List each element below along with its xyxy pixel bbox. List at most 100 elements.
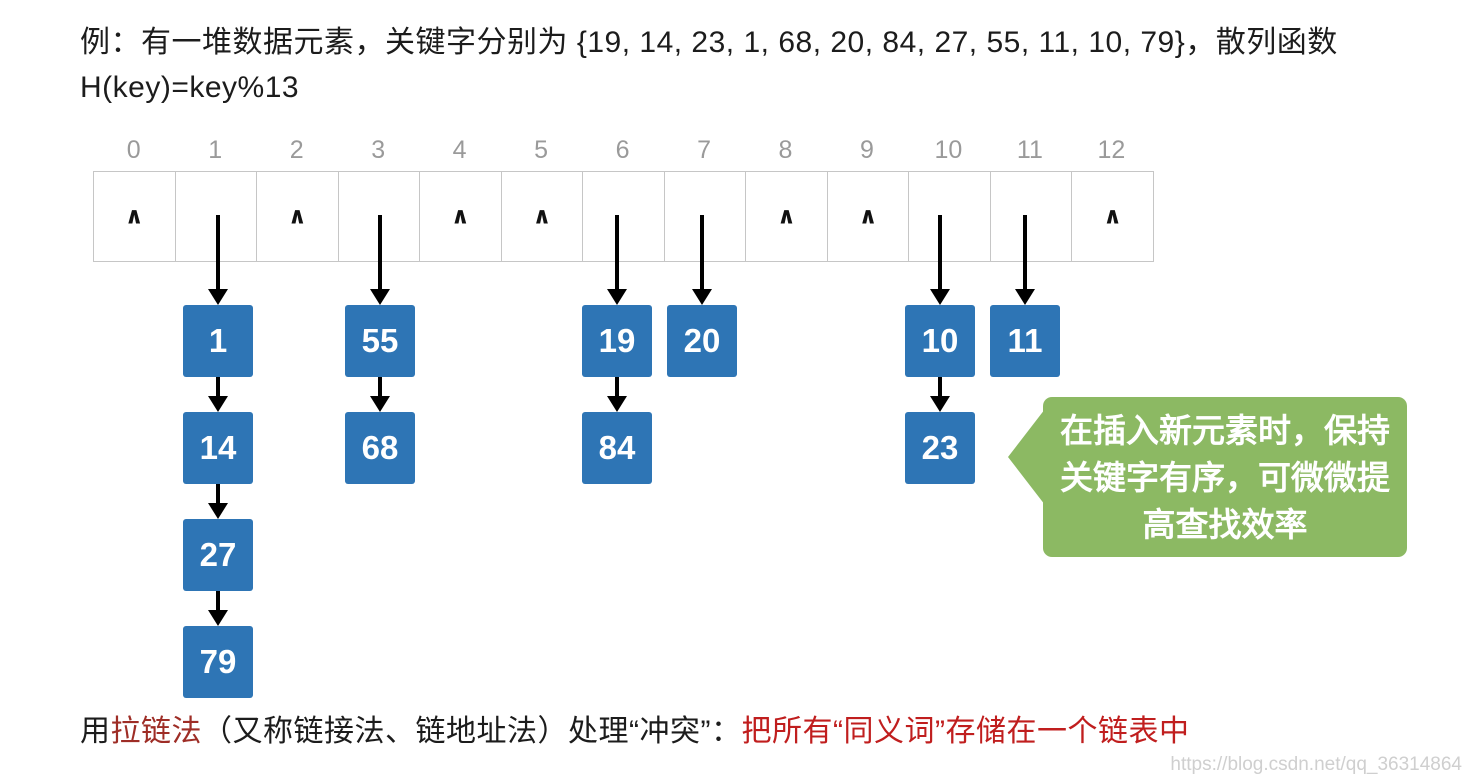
- arrow-stem: [615, 215, 619, 289]
- arrow-stem: [216, 215, 220, 289]
- callout-line: 关键字有序，可微微提: [1060, 458, 1390, 496]
- arrow-head-icon: [1015, 289, 1035, 305]
- arrow-stem: [700, 215, 704, 289]
- footer-prefix: 用: [80, 715, 111, 748]
- arrow-head-icon: [208, 289, 228, 305]
- null-pointer-symbol: ∧: [1103, 201, 1122, 228]
- index-label-0: 0: [126, 136, 141, 164]
- chain-slot-7: 20: [667, 215, 737, 377]
- pointer-arrow: [208, 215, 228, 305]
- cell-2: ∧: [256, 172, 338, 261]
- footer-middle: （又称链接法、链地址法）处理“冲突”：: [202, 715, 742, 748]
- arrow-stem: [1023, 215, 1027, 289]
- pointer-arrow: [607, 215, 627, 305]
- annotation-callout: 在插入新元素时，保持 关键字有序，可微微提 高查找效率: [1008, 397, 1407, 557]
- chain-slot-11: 11: [990, 215, 1060, 377]
- cell-0: ∧: [94, 172, 175, 261]
- link-arrow: [208, 591, 228, 626]
- list-node: 11: [990, 305, 1060, 377]
- chain-slot-6: 19 84: [582, 215, 652, 484]
- arrow-stem: [378, 215, 382, 289]
- arrow-stem: [378, 377, 382, 396]
- cell-9: ∧: [826, 172, 909, 261]
- index-label-1: 1: [208, 136, 223, 164]
- list-node: 23: [905, 412, 975, 484]
- null-pointer-symbol: ∧: [532, 201, 552, 228]
- arrow-stem: [938, 377, 942, 396]
- arrow-head-icon: [208, 610, 228, 626]
- list-node: 1: [183, 305, 253, 377]
- pointer-arrow: [370, 215, 390, 305]
- arrow-stem: [615, 377, 619, 396]
- index-label-11: 11: [1016, 136, 1043, 164]
- link-arrow: [208, 484, 228, 519]
- index-label-5: 5: [534, 136, 549, 164]
- cell-1: [174, 172, 257, 261]
- index-label-12: 12: [1097, 136, 1126, 164]
- index-label-3: 3: [371, 136, 386, 164]
- callout-tail-icon: [1008, 409, 1045, 505]
- pointer-arrow: [692, 215, 712, 305]
- index-label-8: 8: [778, 136, 793, 164]
- link-arrow: [208, 377, 228, 412]
- cell-12: ∧: [1071, 172, 1153, 261]
- chain-slot-3: 55 68: [345, 215, 415, 484]
- cell-6: [582, 172, 664, 261]
- footer-emphasis: 把所有“同义词”存储在一个链表中: [741, 715, 1190, 748]
- arrow-head-icon: [370, 289, 390, 305]
- list-node: 10: [905, 305, 975, 377]
- chain-slot-1: 1 14 27 79: [183, 215, 253, 698]
- arrow-head-icon: [208, 396, 228, 412]
- list-node: 19: [582, 305, 652, 377]
- hash-table-array: ∧ ∧ ∧ ∧ ∧ ∧ ∧: [93, 171, 1154, 262]
- list-node: 27: [183, 519, 253, 591]
- callout-line: 在插入新元素时，保持: [1060, 411, 1390, 449]
- index-label-2: 2: [289, 136, 304, 164]
- index-label-7: 7: [697, 136, 711, 164]
- pointer-arrow: [930, 215, 950, 305]
- problem-statement: 例：有一堆数据元素，关键字分别为 {19, 14, 23, 1, 68, 20,…: [80, 20, 1338, 110]
- list-node: 20: [667, 305, 737, 377]
- cell-11: [989, 172, 1072, 261]
- definition-text: 用拉链法（又称链接法、链地址法）处理“冲突”：把所有“同义词”存储在一个链表中: [80, 706, 1189, 750]
- pointer-arrow: [1015, 215, 1035, 305]
- method-name-highlight: 拉链法: [110, 715, 202, 748]
- arrow-head-icon: [607, 396, 627, 412]
- arrow-stem: [216, 377, 220, 396]
- null-pointer-symbol: ∧: [777, 201, 796, 228]
- list-node: 68: [345, 412, 415, 484]
- list-node: 79: [183, 626, 253, 698]
- callout-line: 高查找效率: [1142, 505, 1308, 543]
- cell-7: [663, 172, 746, 261]
- arrow-stem: [938, 215, 942, 289]
- hash-function: H(key)=key%13: [80, 71, 300, 104]
- arrow-stem: [216, 484, 220, 503]
- null-pointer-symbol: ∧: [124, 201, 144, 228]
- problem-line1: 例：有一堆数据元素，关键字分别为 {19, 14, 23, 1, 68, 20,…: [80, 26, 1338, 59]
- null-pointer-symbol: ∧: [858, 201, 878, 228]
- link-arrow: [370, 377, 390, 412]
- index-label-6: 6: [615, 136, 630, 164]
- cell-3: [337, 172, 420, 261]
- arrow-head-icon: [930, 396, 950, 412]
- null-pointer-symbol: ∧: [451, 201, 470, 228]
- arrow-head-icon: [208, 503, 228, 519]
- chain-slot-10: 10 23: [905, 215, 975, 484]
- link-arrow: [930, 377, 950, 412]
- index-label-4: 4: [452, 136, 467, 164]
- cell-5: ∧: [500, 172, 583, 261]
- index-label-9: 9: [860, 136, 874, 164]
- index-label-row: 0 1 2 3 4 5 6 7 8 9 10 11 12: [93, 136, 1152, 165]
- null-pointer-symbol: ∧: [287, 201, 307, 228]
- list-node: 14: [183, 412, 253, 484]
- list-node: 84: [582, 412, 652, 484]
- arrow-head-icon: [370, 396, 390, 412]
- arrow-head-icon: [692, 289, 712, 305]
- arrow-stem: [216, 591, 220, 610]
- cell-4: ∧: [419, 172, 501, 261]
- arrow-head-icon: [930, 289, 950, 305]
- list-node: 55: [345, 305, 415, 377]
- link-arrow: [607, 377, 627, 412]
- arrow-head-icon: [607, 289, 627, 305]
